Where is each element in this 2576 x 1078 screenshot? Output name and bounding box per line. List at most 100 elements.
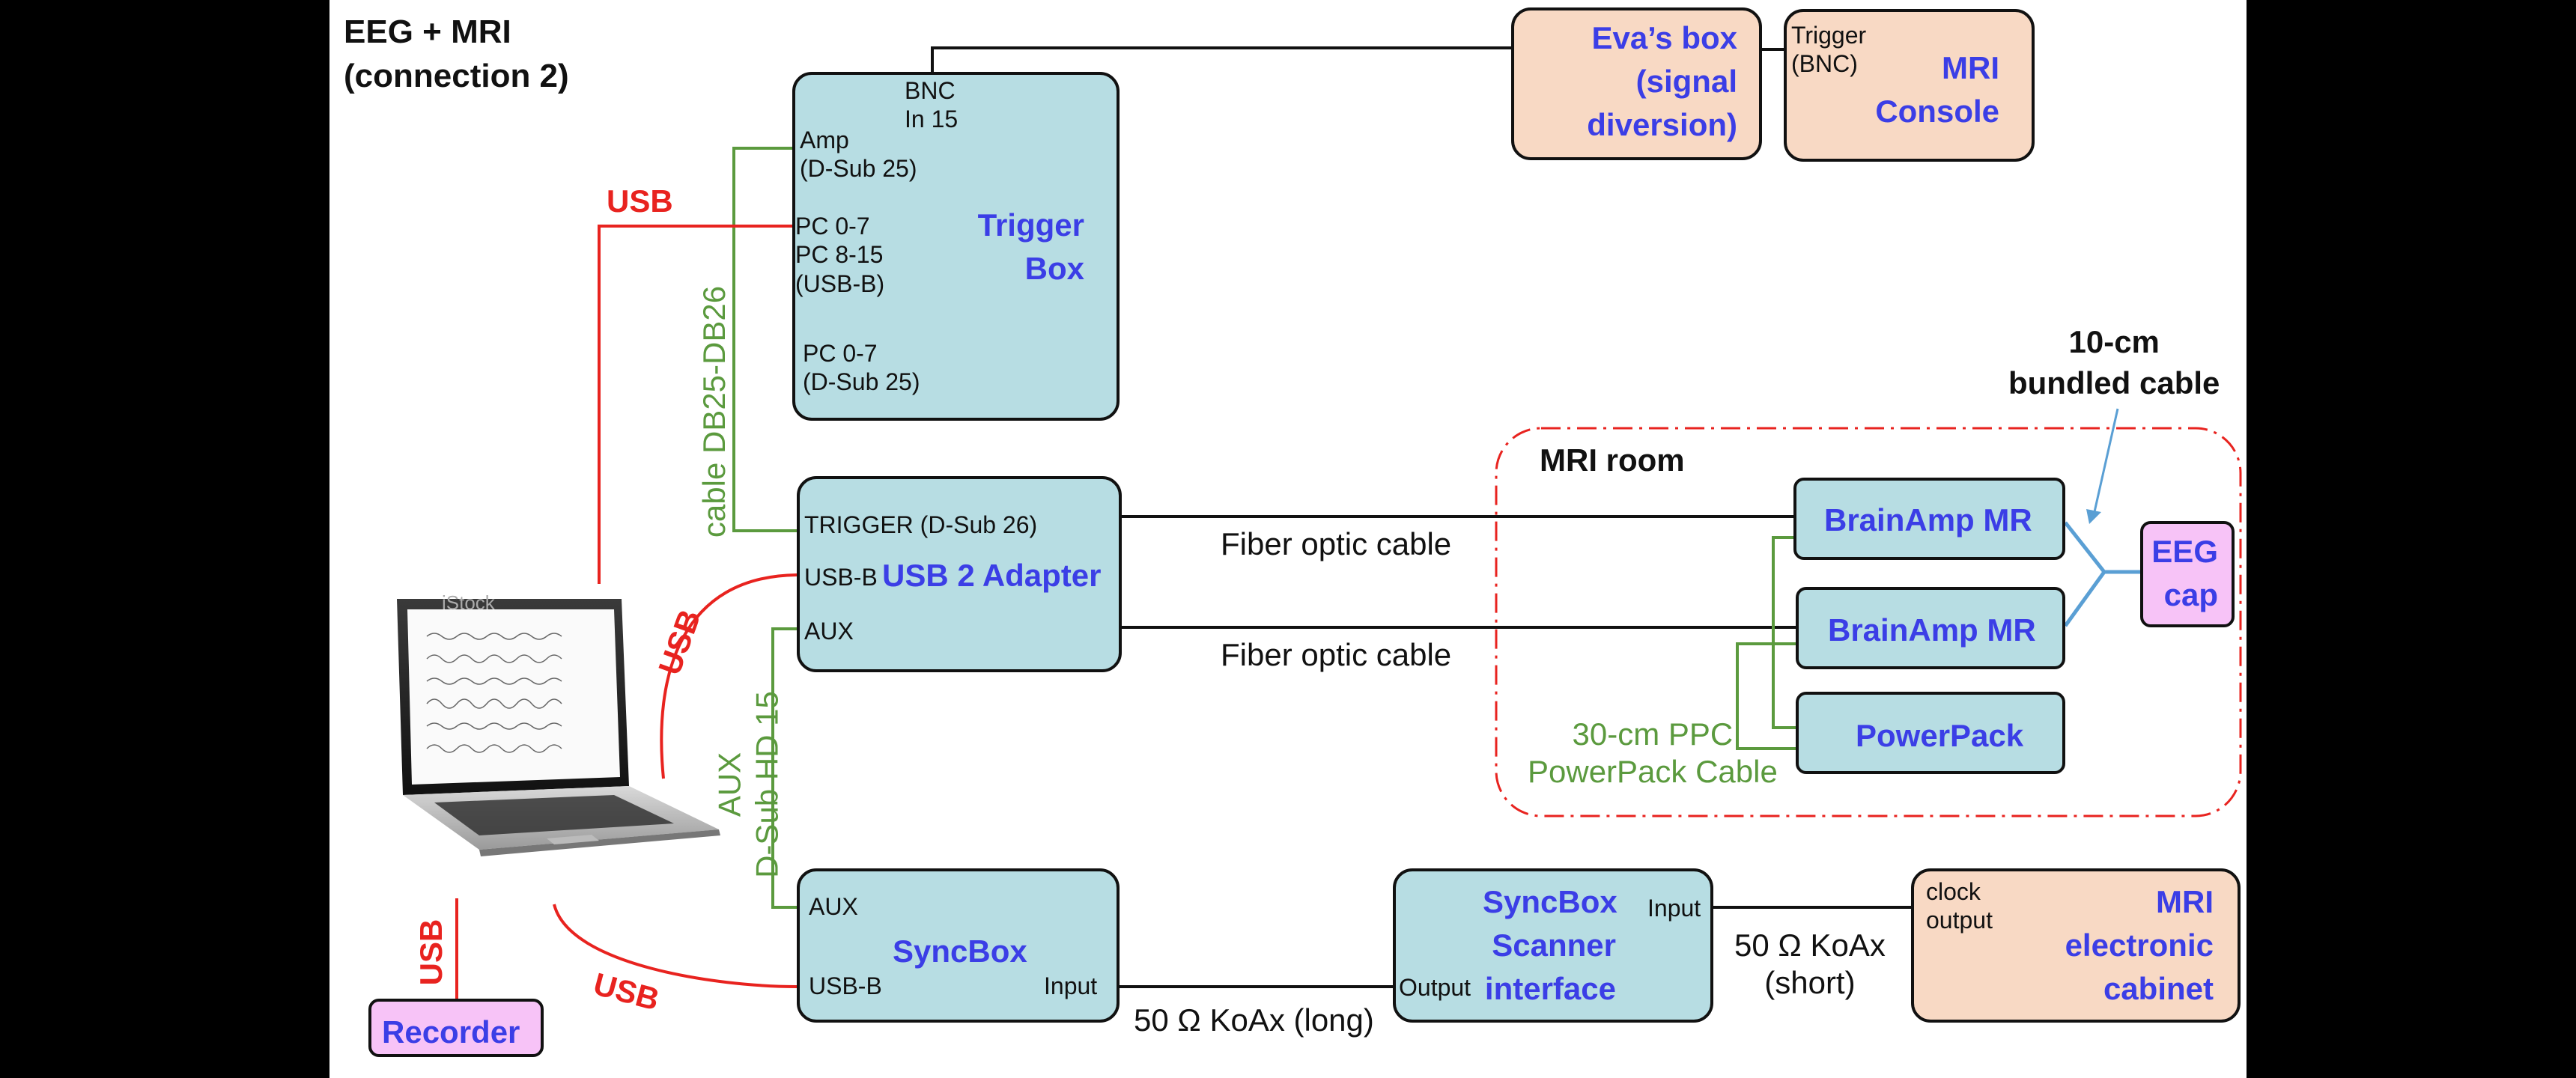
bnc-label: BNC xyxy=(905,77,956,104)
adapter-usbb-port: USB-B xyxy=(804,564,878,591)
aux-cable-line2: D-Sub HD 15 xyxy=(750,691,785,878)
evas-line1: Eva’s box xyxy=(1591,20,1737,55)
brainamp-mr-1 xyxy=(1793,478,2065,560)
mri-console xyxy=(1784,9,2035,162)
mri-console-title: MRI Console xyxy=(1872,46,1999,133)
cabinet-line3: cabinet xyxy=(2103,970,2214,1006)
recorder-label: Recorder xyxy=(382,1014,520,1050)
koax-long-label: 50 Ω KoAx (long) xyxy=(1134,1002,1374,1038)
connection-wires xyxy=(455,46,2242,999)
usb-adapter-title: USB 2 Adapter xyxy=(882,558,1102,593)
bundle-line2: bundled cable xyxy=(2008,365,2220,401)
bundled-cable-label: 10-cm bundled cable xyxy=(2008,322,2220,404)
evas-box-title: Eva’s box (signal diversion) xyxy=(1520,16,1737,147)
db25-cable-label: cable DB25-DB26 xyxy=(696,285,732,538)
bundle-line1: 10-cm xyxy=(2068,324,2160,359)
brainamp2-title: BrainAmp MR xyxy=(1828,612,2036,648)
eeg-line1: EEG xyxy=(2151,534,2218,569)
amp-dsub-label: (D-Sub 25) xyxy=(800,155,917,183)
cabinet-output-label: output xyxy=(1926,907,1993,934)
ppc-line1: 30-cm PPC xyxy=(1572,716,1734,752)
usbb-label: (USB-B) xyxy=(795,270,885,297)
powerpack xyxy=(1796,692,2065,774)
title-line2: (connection 2) xyxy=(344,57,569,94)
scanner-input-port: Input xyxy=(1647,895,1701,922)
console-trigger-label: Trigger xyxy=(1791,22,1867,49)
brainamp-mr-2 xyxy=(1796,587,2065,669)
diagram-title: EEG + MRI (connection 2) xyxy=(344,10,569,99)
syncbox-scanner-interface xyxy=(1393,868,1713,1023)
evas-line2: (signal xyxy=(1635,63,1737,99)
syncbox xyxy=(797,868,1120,1023)
title-line1: EEG + MRI xyxy=(344,13,511,50)
syncbox-title: SyncBox xyxy=(893,934,1027,969)
usb-label-trigger: USB xyxy=(607,183,673,219)
koax-short-line1: 50 Ω KoAx xyxy=(1734,928,1886,963)
eeg-cap-title: EEG cap xyxy=(2140,530,2218,617)
recorder-box xyxy=(368,999,544,1057)
fiber-label-1: Fiber optic cable xyxy=(1221,526,1452,561)
koax-short-label: 50 Ω KoAx(short) xyxy=(1734,927,1886,1002)
laptop-illustration: iStock xyxy=(367,591,741,861)
console-trigger-port: Trigger(BNC) xyxy=(1791,21,1866,79)
scanner-output-port: Output xyxy=(1399,974,1471,1001)
fiber-label-2: Fiber optic cable xyxy=(1221,637,1452,672)
scanner-line1: SyncBox xyxy=(1483,884,1617,919)
clock-label: clock xyxy=(1926,878,1981,905)
console-line1: MRI xyxy=(1942,50,1999,85)
trigger-amp-port: Amp(D-Sub 25) xyxy=(800,126,917,183)
adapter-aux-port: AUX xyxy=(804,618,854,645)
cabinet-line2: electronic xyxy=(2065,927,2214,963)
pc815-label: PC 8-15 xyxy=(795,241,884,269)
powerpack-title: PowerPack xyxy=(1856,718,2024,753)
bundle-cable-2 xyxy=(2063,570,2106,627)
db25-db26-cable xyxy=(732,147,797,532)
bundle-cable xyxy=(2064,521,2140,574)
usb-cable-syncbox xyxy=(553,904,798,988)
syncbox-input-port: Input xyxy=(1044,972,1098,999)
ppc-line2: PowerPack Cable xyxy=(1528,754,1778,790)
usb-label-recorder: USB xyxy=(413,919,449,986)
pc07-label: PC 0-7 xyxy=(795,213,870,240)
evas-line3: diversion) xyxy=(1587,106,1737,142)
ppc-cable-upper xyxy=(1772,536,1797,729)
pc-dsub25-label: (D-Sub 25) xyxy=(803,368,920,396)
scanner-line2: Scanner xyxy=(1492,927,1616,963)
trigger-title-line1: Trigger xyxy=(977,207,1084,243)
koax-short-line2: (short) xyxy=(1764,965,1856,1001)
bundle-pointer-head xyxy=(2086,509,2101,524)
adapter-trigger-port: TRIGGER (D-Sub 26) xyxy=(804,511,1038,538)
bnc-trigger-cable xyxy=(931,46,1511,72)
bundle-pointer xyxy=(2092,408,2119,516)
cabinet-line1: MRI xyxy=(2156,884,2214,919)
pc07b-label: PC 0-7 xyxy=(803,340,878,367)
syncbox-usbb-port: USB-B xyxy=(809,972,882,999)
eeg-cap xyxy=(2140,521,2235,627)
usb-cable-adapter xyxy=(660,573,798,779)
mri-electronic-cabinet xyxy=(1911,868,2241,1023)
trigger-title-line2: Box xyxy=(1024,250,1084,286)
laptop-icon xyxy=(397,599,720,856)
evas-box xyxy=(1511,7,1762,160)
ppc-cable-lower xyxy=(1736,642,1799,750)
console-bnc-label: (BNC) xyxy=(1791,50,1858,78)
trigger-box xyxy=(792,72,1120,421)
usb-cable-trigger xyxy=(598,225,792,584)
mri-room-label: MRI room xyxy=(1540,442,1685,478)
mri-cabinet-title: MRI electronic cabinet xyxy=(2049,880,2214,1011)
usb2-adapter xyxy=(797,476,1122,672)
console-line2: Console xyxy=(1875,93,1999,129)
aux-dsub-cable xyxy=(771,627,797,909)
in15-label: In 15 xyxy=(905,106,959,133)
syncbox-aux-port: AUX xyxy=(809,893,858,920)
eeg-line2: cap xyxy=(2163,576,2218,612)
scanner-line3: interface xyxy=(1484,970,1616,1006)
mri-room-region xyxy=(1495,427,2242,817)
